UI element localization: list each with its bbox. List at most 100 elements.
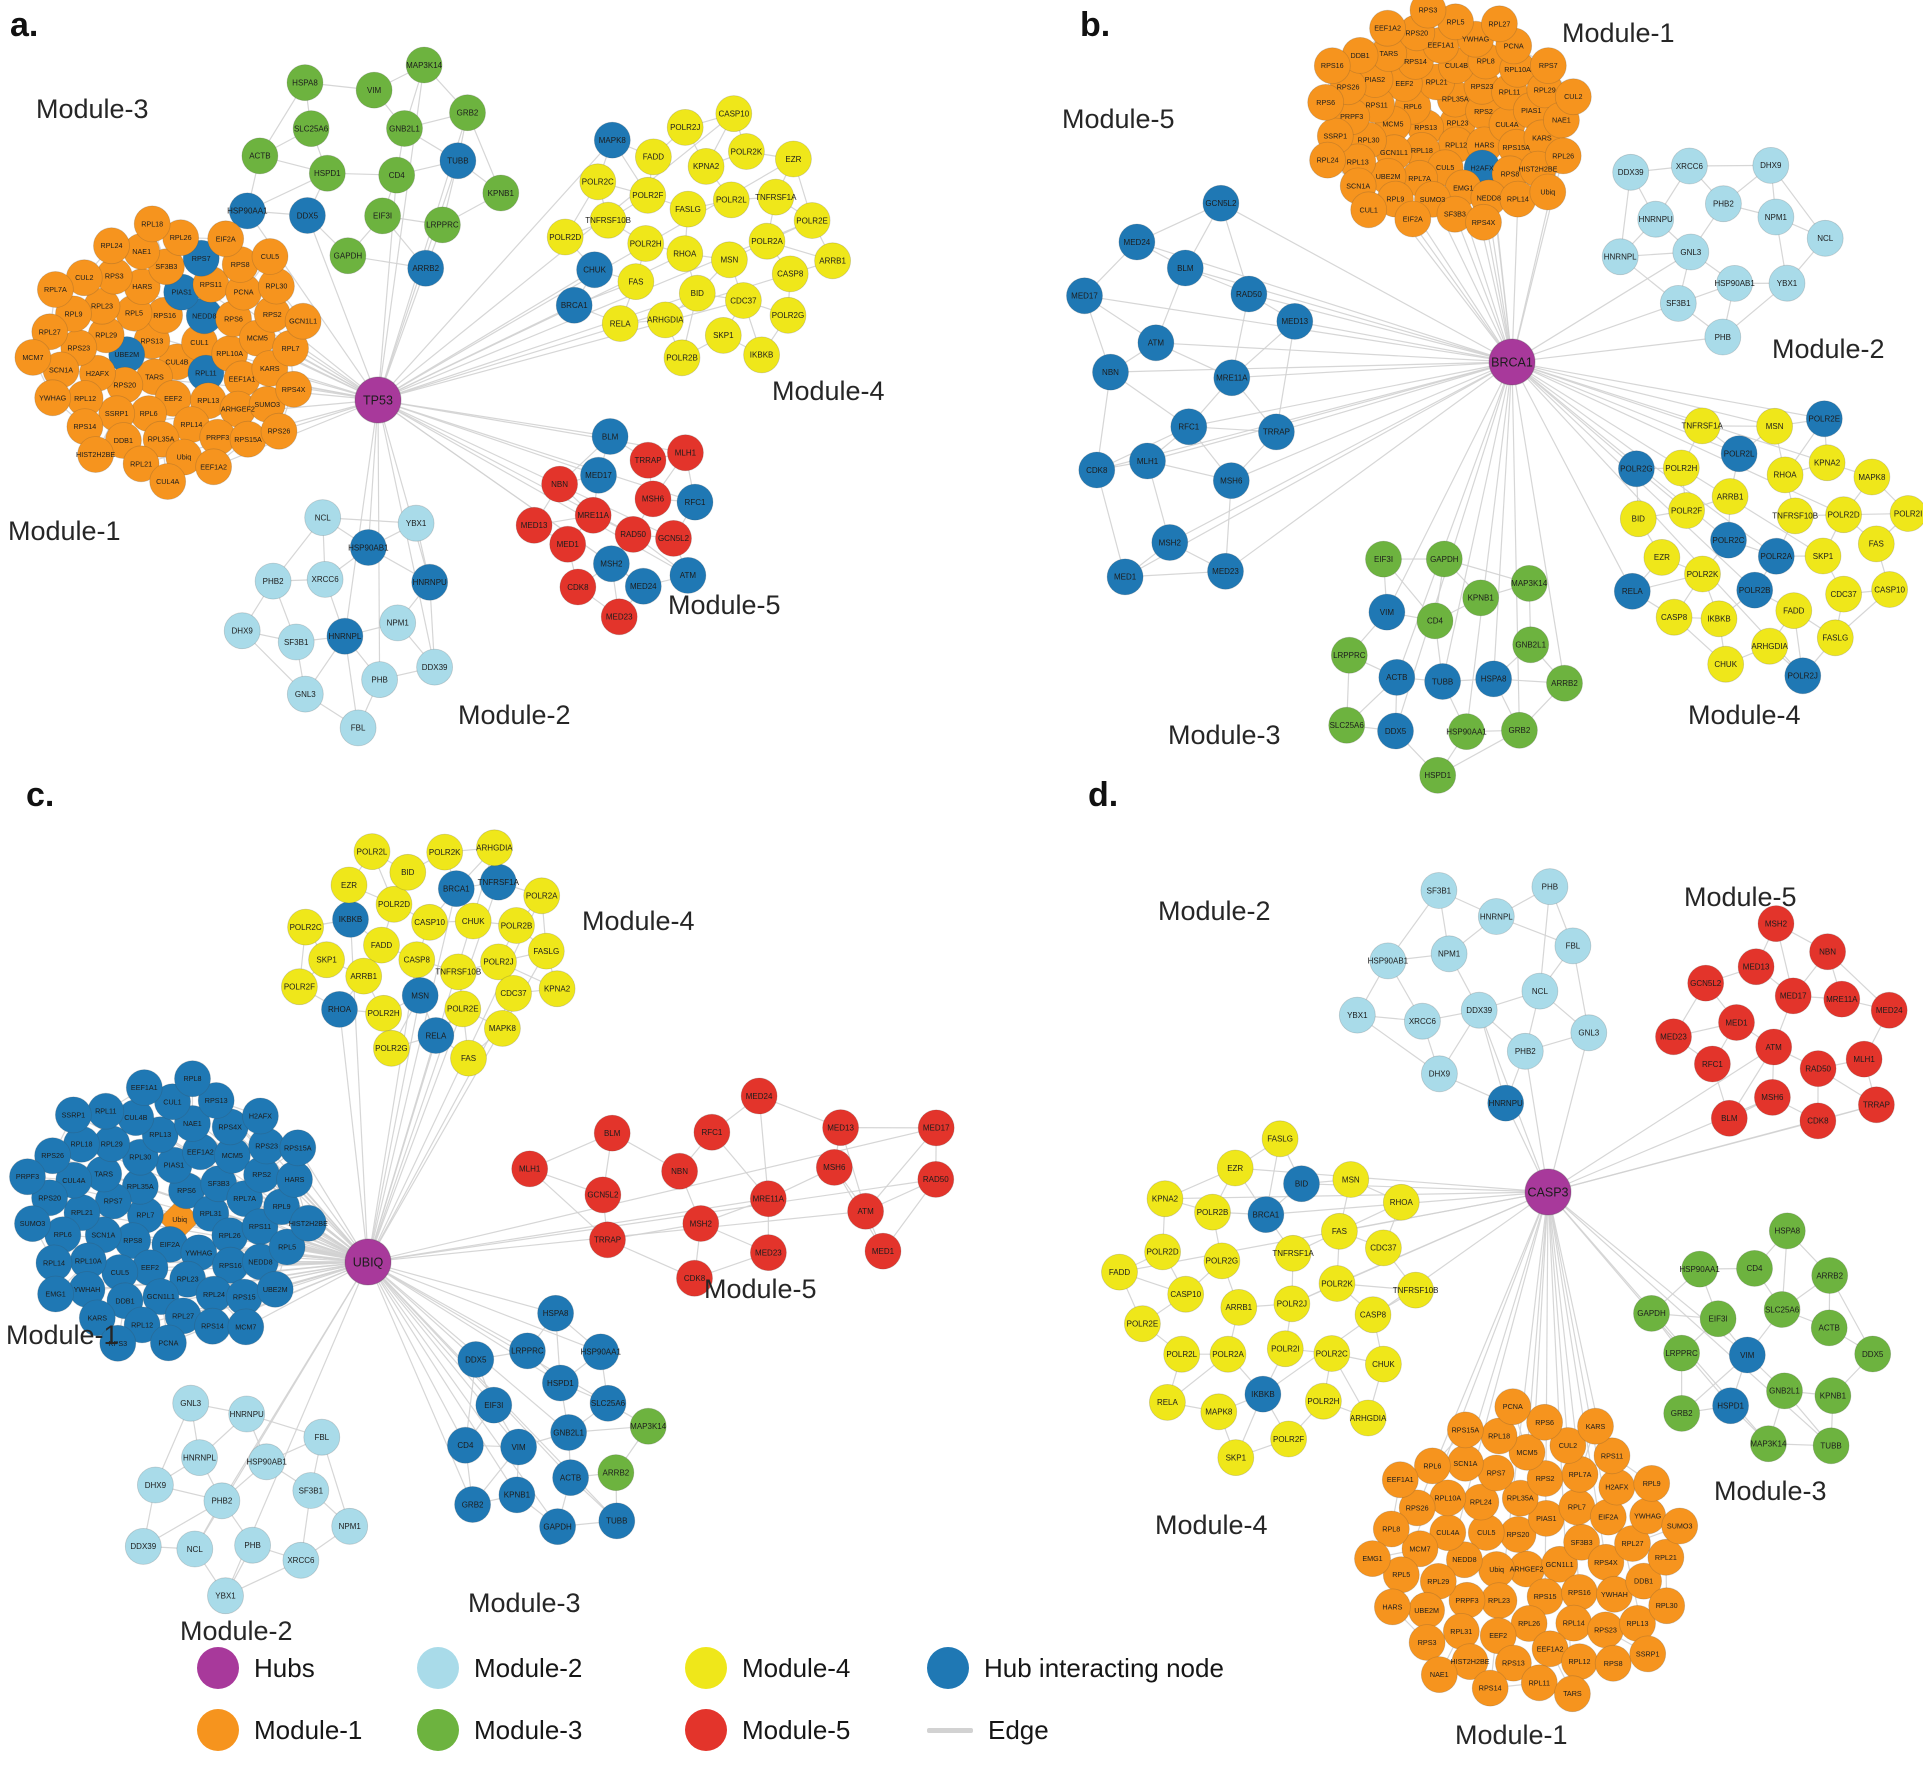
node-label: RPL9: [65, 309, 83, 318]
node-POLR2B: [498, 907, 535, 944]
node-label: MAPK8: [599, 136, 627, 145]
node-label: RPS8: [231, 260, 250, 269]
node-label: XRCC6: [1676, 162, 1704, 171]
node-label: PHB: [1715, 333, 1731, 342]
node-label: BLM: [602, 432, 619, 441]
node-DDX39: [416, 648, 454, 686]
node-label: POLR2K: [1687, 570, 1719, 579]
node-label: RPL6: [1423, 1461, 1441, 1470]
node-MED1: [864, 1232, 902, 1270]
node-label: RPS15A: [1452, 1425, 1480, 1434]
node-GNL3: [1672, 233, 1710, 271]
node-label: GAPDH: [334, 252, 363, 261]
node-RFC1: [676, 483, 714, 521]
node-label: CASP8: [404, 956, 431, 965]
node-label: TUBB: [1432, 677, 1453, 686]
hub-label: TP53: [363, 394, 393, 408]
node-POLR2A: [748, 222, 786, 260]
node-GRB2: [1663, 1395, 1701, 1432]
node-label: RPL9: [273, 1202, 291, 1211]
node-label: RPS3: [108, 1339, 127, 1348]
node-label: RPS3: [1418, 1638, 1437, 1647]
node-KARS: [78, 1299, 116, 1337]
node-label: RPS4X: [1472, 218, 1496, 227]
node-label: ARRB2: [603, 1468, 630, 1477]
node-DDX5: [457, 1341, 495, 1378]
node-GNB2L1: [550, 1414, 587, 1451]
node-label: RPL8: [1382, 1525, 1400, 1534]
node-XRCC6: [1671, 147, 1708, 185]
node-RPL8: [1372, 1510, 1410, 1548]
node-RPL35A: [1501, 1479, 1539, 1517]
node-label: VIM: [367, 86, 382, 95]
node-label: RAD50: [923, 1175, 949, 1184]
node-XRCC6: [1404, 1002, 1441, 1040]
node-label: DDB1: [115, 1296, 134, 1305]
node-MED13: [1737, 948, 1775, 986]
node-label: DHX9: [1760, 161, 1782, 170]
node-label: MCM7: [22, 353, 43, 362]
node-label: ARHGDIA: [1751, 642, 1788, 651]
node-label: H2AFX: [1471, 164, 1494, 173]
node-label: MED17: [1780, 992, 1807, 1001]
node-label: MSH2: [690, 1219, 713, 1228]
node-NCL: [1521, 972, 1559, 1010]
node-label: MED24: [630, 582, 657, 591]
node-label: RPL26: [1518, 1619, 1540, 1628]
node-label: SF3B1: [299, 1486, 324, 1495]
node-label: RPL7: [1568, 1503, 1586, 1512]
node-label: POLR2L: [1724, 450, 1755, 459]
node-UBE2M: [256, 1270, 294, 1308]
node-label: PRPF3: [16, 1172, 39, 1181]
node-HSP90AB1: [1716, 264, 1753, 302]
node-label: RPL7A: [1408, 174, 1431, 183]
node-RPS13: [1495, 1644, 1532, 1682]
node-label: IKBKB: [339, 915, 363, 924]
node-label: YWHAH: [1601, 1590, 1628, 1599]
node-DDX5: [1377, 712, 1414, 750]
node-label: PHB2: [211, 1497, 232, 1506]
node-label: POLR2E: [447, 1005, 479, 1014]
node-label: MCM5: [1382, 120, 1403, 129]
node-label: RPS20: [1405, 28, 1428, 37]
node-label: GNB2L1: [1515, 641, 1546, 650]
node-label: MRE11A: [577, 511, 609, 520]
node-label: GCN1L1: [1546, 1560, 1574, 1569]
node-label: PIAS1: [172, 288, 192, 297]
node-label: HSP90AA1: [1679, 1265, 1720, 1274]
node-GRB2: [1501, 711, 1538, 749]
node-CHUK: [576, 251, 613, 289]
node-MED17: [1066, 277, 1103, 315]
node-PHB: [1531, 868, 1569, 905]
node-label: RPS20: [38, 1193, 61, 1202]
node-ARHGDIA: [1349, 1399, 1387, 1437]
node-KPNA2: [687, 147, 725, 185]
node-label: EIF2A: [216, 234, 236, 243]
node-label: RPL21: [130, 459, 152, 468]
node-label: RPL21: [1655, 1553, 1677, 1562]
node-label: SF3B3: [155, 262, 177, 271]
node-label: GNB2L1: [389, 124, 420, 133]
node-label: YBX1: [1777, 279, 1798, 288]
node-label: SKP1: [713, 331, 734, 340]
node-label: EEF2: [164, 394, 182, 403]
node-label: PHB: [244, 1541, 260, 1550]
node-label: POLR2H: [1665, 464, 1697, 473]
node-label: TRRAP: [1863, 1101, 1890, 1110]
node-label: EEF2: [1395, 79, 1413, 88]
node-label: BLM: [604, 1129, 621, 1138]
node-label: SSRP1: [1324, 132, 1348, 141]
node-label: TNFRSF10B: [585, 216, 631, 225]
node-label: HNRNPU: [1639, 215, 1673, 224]
node-CD4: [1736, 1250, 1773, 1287]
node-label: SKP1: [1813, 552, 1834, 561]
node-label: POLR2B: [666, 354, 698, 363]
node-EIF3I: [364, 197, 402, 235]
node-RPL21: [1647, 1538, 1685, 1576]
node-label: RPL26: [219, 1231, 241, 1240]
node-SUMO3: [14, 1205, 51, 1242]
node-ATM: [847, 1192, 884, 1230]
node-label: CASP10: [1874, 585, 1905, 594]
node-KPNA2: [1808, 444, 1846, 482]
node-NPM1: [331, 1507, 369, 1545]
